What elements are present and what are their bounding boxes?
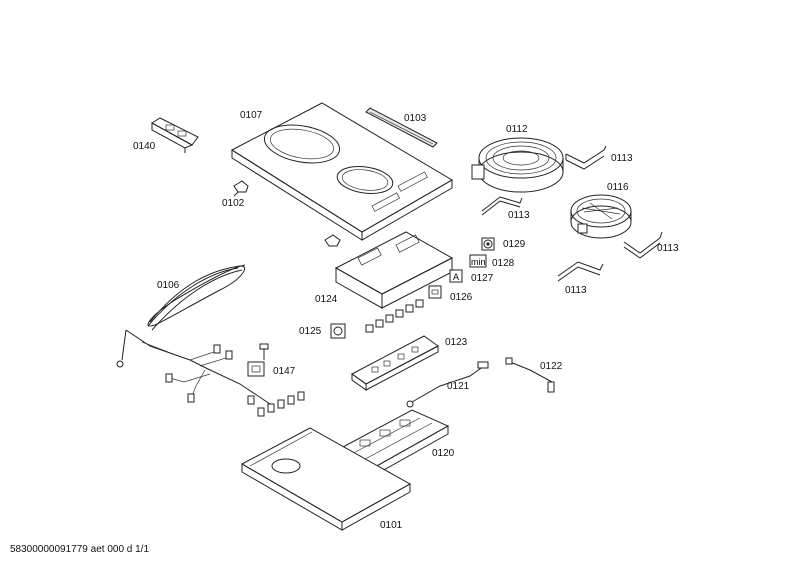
fixing-clip-top [233,180,249,197]
label-0103: 0103 [404,113,427,124]
label-0126: 0126 [450,292,473,303]
label-0106: 0106 [157,280,180,291]
radiant-heater-large [471,137,564,193]
label-0121: 0121 [447,381,470,392]
label-0113-a: 0113 [611,153,633,164]
connecting-wire [505,357,555,393]
label-0107: 0107 [240,110,263,121]
cooktop-glass-panel [230,102,453,241]
label-0127: 0127 [471,273,494,284]
seal-strip [365,107,438,148]
spring-clamp-1 [565,145,607,170]
ring-symbol-icon [330,323,346,339]
min-symbol-icon: min [469,254,487,268]
rotary-symbol-icon [481,237,495,251]
label-0116: 0116 [607,182,629,193]
label-0128: 0128 [492,258,515,269]
label-0122: 0122 [540,361,563,372]
label-0101: 0101 [380,520,403,531]
radiant-heater-small [570,194,632,239]
label-0147: 0147 [273,366,296,377]
min-symbol-text: min [471,257,486,267]
control-knob-parts [365,299,424,333]
label-0112: 0112 [506,124,528,135]
label-0113-c: 0113 [657,243,679,254]
fixing-clip-middle [324,234,341,247]
power-cable-coil [116,264,246,368]
label-0113-d: 0113 [565,285,587,296]
knob-symbol-icon [428,285,442,299]
label-0123: 0123 [445,337,468,348]
control-circuit-board [351,335,439,391]
wiring-harness [165,344,305,417]
label-0102: 0102 [222,198,245,209]
document-id: 58300000091779 aet 000 d 1/1 [10,544,150,555]
label-0125: 0125 [299,326,322,337]
spring-clamp-2 [481,196,523,216]
spring-clamp-3 [623,231,663,259]
mounting-bracket [151,117,199,153]
label-0129: 0129 [503,239,526,250]
label-0140: 0140 [133,141,156,152]
label-0124: 0124 [315,294,338,305]
a-symbol-icon: A [449,269,463,283]
a-symbol-text: A [453,272,459,282]
spring-clamp-4 [557,261,604,282]
label-0120: 0120 [432,448,455,459]
terminal-connector [247,343,269,377]
label-0113-b: 0113 [508,210,530,221]
bottom-cover [240,427,412,531]
earth-wire [406,361,489,408]
